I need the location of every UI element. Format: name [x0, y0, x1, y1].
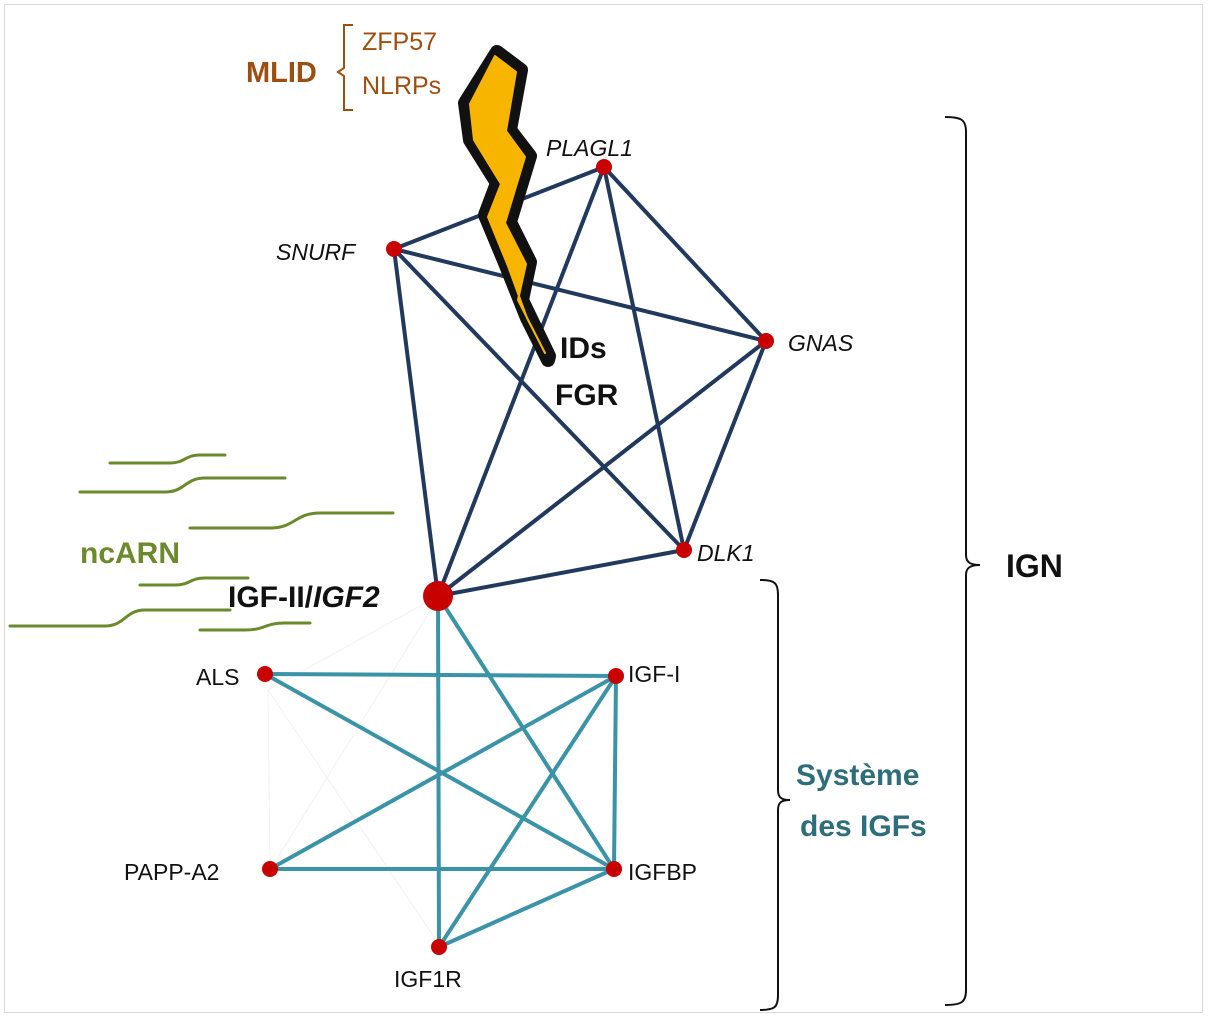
- ign-bracket: [944, 116, 981, 1006]
- node-gnas: [758, 333, 774, 349]
- node-igf2: [423, 581, 453, 611]
- edge-als-igf1: [263, 672, 618, 678]
- label-dlk1: DLK1: [697, 540, 755, 566]
- mlid-item-nlrps: NLRPs: [362, 72, 441, 100]
- igf-system-label-line1: Système: [796, 759, 919, 792]
- label-igf2-gene: IGF2: [313, 581, 380, 614]
- edge-als-igfbp: [263, 672, 616, 871]
- node-igf1: [608, 668, 624, 684]
- ncarn-line-4: [138, 576, 250, 587]
- edge-dlk1-igf2: [436, 548, 686, 598]
- label-igf2: IGF-II/IGF2: [228, 581, 380, 614]
- node-als: [257, 666, 273, 682]
- edge-igfbp-igf1r: [437, 867, 616, 949]
- label-pappa2: PAPP-A2: [124, 859, 219, 885]
- node-plagl1: [596, 159, 612, 175]
- ncarn-line-1: [108, 453, 227, 465]
- label-snurf: SNURF: [276, 239, 357, 265]
- ncarn-wavy-lines: [8, 453, 395, 632]
- label-als: ALS: [196, 664, 239, 690]
- figure-frame: [4, 4, 1203, 1013]
- edge-igf1-igf1r: [437, 674, 618, 949]
- igf-system-bracket: [759, 579, 791, 1011]
- ncarn-line-5: [8, 608, 232, 628]
- edge-snurf-igf2: [392, 247, 440, 598]
- faint-background-lines: [267, 594, 441, 947]
- edge-snurf-dlk1: [392, 247, 686, 552]
- edge-plagl1-dlk1: [602, 165, 686, 552]
- edge-plagl1-gnas: [602, 165, 768, 343]
- edge-igf2-igfbp: [436, 594, 616, 871]
- label-igf1r: IGF1R: [394, 966, 462, 992]
- node-snurf: [386, 241, 402, 257]
- ncarn-label: ncARN: [80, 537, 180, 570]
- lightning-bolt-icon: [458, 45, 556, 367]
- label-gnas: GNAS: [788, 330, 854, 356]
- edge-gnas-igf2: [436, 339, 768, 598]
- center-label-fgr: FGR: [555, 379, 619, 412]
- igf-system-edges: [263, 594, 618, 949]
- edge-plagl1-igf2: [436, 165, 606, 598]
- node-igf1r: [431, 939, 447, 955]
- mlid-item-zfp57: ZFP57: [362, 28, 437, 56]
- label-igfbp: IGFBP: [628, 859, 697, 885]
- mlid-label: MLID: [246, 57, 317, 89]
- ign-label: IGN: [1006, 548, 1063, 584]
- ncarn-line-3: [188, 511, 395, 530]
- mlid-bracket: [336, 24, 353, 111]
- label-igf1: IGF-I: [628, 661, 680, 687]
- edge-igf1-igfbp: [612, 674, 618, 871]
- network-nodes: [257, 159, 774, 955]
- label-igf2-prefix: IGF-II/: [228, 581, 314, 614]
- ncarn-line-2: [78, 476, 287, 494]
- label-plagl1: PLAGL1: [546, 135, 633, 161]
- edge-snurf-gnas: [392, 247, 768, 343]
- edge-igf1-pappa2: [268, 674, 618, 871]
- center-label-ids: IDs: [560, 332, 607, 365]
- edge-gnas-dlk1: [682, 339, 768, 552]
- imprinted-network-edges: [392, 165, 768, 598]
- igf-system-label-line2: des IGFs: [800, 810, 927, 843]
- node-igfbp: [606, 861, 622, 877]
- node-dlk1: [676, 542, 692, 558]
- ncarn-line-6: [198, 621, 312, 632]
- node-pappa2: [262, 861, 278, 877]
